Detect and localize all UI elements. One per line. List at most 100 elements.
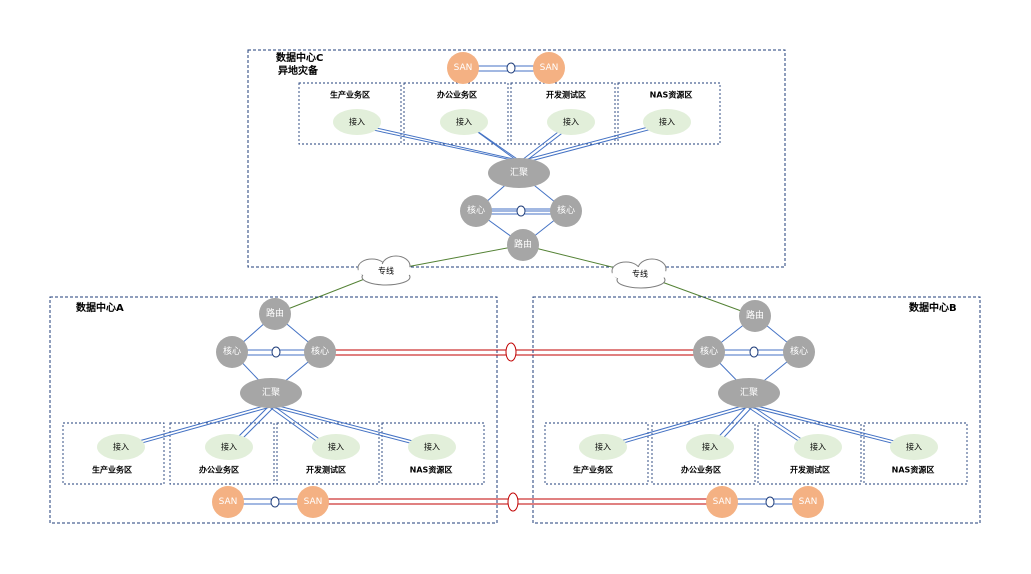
c-router: [507, 229, 539, 261]
b-core-right-label: 核心: [790, 345, 808, 357]
a-agg-access-1: [120, 403, 272, 447]
a-zone-production-label: 生产业务区: [92, 465, 132, 475]
b-access-nas-label: 接入: [906, 442, 922, 452]
a-core-right: [304, 336, 336, 368]
b-san-right: [792, 486, 824, 518]
b-zone-office-box: [651, 422, 756, 485]
b-core-right: [783, 336, 815, 368]
c-access-production: [333, 109, 381, 135]
a-access-office-label: 接入: [221, 442, 237, 452]
c-access-devtest: [547, 109, 595, 135]
a-core-right-label: 核心: [311, 345, 329, 357]
b-aggregation: [718, 378, 780, 408]
b-zone-production-box: [544, 422, 649, 485]
a-agg-access-1b: [123, 405, 275, 449]
b-core-left: [693, 336, 725, 368]
a-san-right-label: SAN: [304, 497, 323, 507]
c-core-right-label: 核心: [557, 204, 575, 216]
c-access-office: [440, 109, 488, 135]
b-zone-production-label: 生产业务区: [573, 465, 613, 475]
c-san-lag-ring: [506, 62, 516, 74]
c-zone-production-box: [298, 82, 402, 145]
datacenter-c-box: [247, 49, 786, 268]
a-san-right: [297, 486, 329, 518]
a-zone-devtest-label: 开发测试区: [306, 465, 346, 475]
c-san-right-label: SAN: [540, 63, 559, 73]
a-core-left: [216, 336, 248, 368]
a-router: [259, 298, 291, 330]
c-zone-office-label: 办公业务区: [437, 90, 477, 100]
b-access-office-label: 接入: [702, 442, 718, 452]
c-san-left: [447, 52, 479, 84]
b-zone-devtest-box: [757, 422, 862, 485]
b-zone-nas-label: NAS资源区: [892, 465, 935, 475]
b-san-right-label: SAN: [799, 497, 818, 507]
a-san-lag-ring: [270, 496, 280, 508]
c-router-label: 路由: [514, 238, 532, 250]
b-zone-nas-box: [863, 422, 968, 485]
c-aggregation-label: 汇聚: [510, 167, 528, 178]
c-core-lag-ring: [516, 205, 526, 217]
ab-core-lag-ring: [505, 342, 517, 362]
c-access-devtest-label: 接入: [563, 117, 579, 127]
a-agg-access-4b: [267, 405, 430, 449]
b-access-devtest-label: 接入: [810, 442, 826, 452]
datacenter-b-title: 数据中心B: [909, 301, 957, 314]
a-zone-production-box: [62, 422, 165, 485]
a-zone-office-box: [169, 422, 275, 485]
b-access-production-label: 接入: [595, 442, 611, 452]
c-access-uplink-1b: [349, 124, 522, 163]
c-zone-devtest-box: [510, 82, 616, 145]
a-core-left-label: 核心: [223, 345, 241, 357]
c-access-uplink-4: [523, 121, 668, 161]
datacenter-c-title: 数据中心C: [276, 51, 323, 64]
a-access-nas-label: 接入: [424, 442, 440, 452]
a-router-label: 路由: [266, 307, 284, 319]
a-core-lag-ring: [271, 346, 281, 358]
c-zone-nas-box: [617, 82, 721, 145]
dedicated-line-a-label: 专线: [378, 266, 394, 276]
b-san-left: [706, 486, 738, 518]
dedicated-line-b-label: 专线: [632, 269, 648, 279]
b-zone-devtest-label: 开发测试区: [790, 465, 830, 475]
c-access-production-label: 接入: [349, 117, 365, 127]
c-san-left-label: SAN: [454, 63, 473, 73]
c-access-uplink-4b: [526, 124, 668, 163]
dedicated-line-cloud-a: [357, 255, 414, 286]
datacenter-a-box: [49, 296, 498, 524]
c-aggregation: [488, 158, 550, 188]
c-san-right: [533, 52, 565, 84]
a-agg-access-4: [270, 403, 433, 447]
datacenter-c-subtitle: 异地灾备: [278, 64, 319, 77]
b-access-office: [686, 434, 734, 460]
c-access-office-label: 接入: [456, 117, 472, 127]
c-access-uplink-1: [349, 121, 519, 161]
c-core-right: [550, 195, 582, 227]
ab-san-lag-ring: [507, 492, 519, 512]
b-core-left-label: 核心: [700, 345, 718, 357]
b-access-devtest: [794, 434, 842, 460]
b-access-production: [579, 434, 627, 460]
b-agg-access-4b: [745, 405, 912, 449]
a-zone-nas-label: NAS资源区: [410, 465, 453, 475]
a-zone-office-label: 办公业务区: [199, 465, 239, 475]
c-core-left-label: 核心: [467, 204, 485, 216]
a-san-left: [212, 486, 244, 518]
b-san-left-label: SAN: [713, 497, 732, 507]
b-agg-access-1: [602, 403, 750, 447]
datacenter-a-title: 数据中心A: [76, 301, 124, 314]
c-zone-nas-label: NAS资源区: [650, 90, 693, 100]
a-access-devtest: [312, 434, 360, 460]
c-access-nas: [643, 109, 691, 135]
b-core-lag-ring: [749, 346, 759, 358]
a-zone-nas-box: [381, 422, 485, 485]
a-access-production-label: 接入: [113, 442, 129, 452]
a-access-production: [97, 434, 145, 460]
c-zone-devtest-label: 开发测试区: [546, 90, 586, 100]
datacenter-b-box: [532, 296, 981, 524]
b-agg-access-1b: [605, 405, 753, 449]
a-aggregation-label: 汇聚: [262, 387, 280, 398]
c-access-nas-label: 接入: [659, 117, 675, 127]
a-san-left-label: SAN: [219, 497, 238, 507]
